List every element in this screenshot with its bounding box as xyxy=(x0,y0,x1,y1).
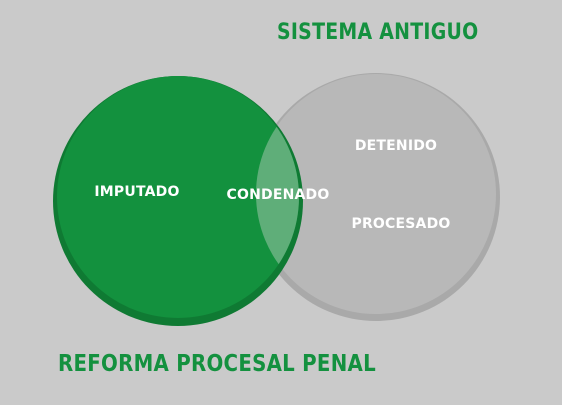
green-circle-reforma-procesal-penal xyxy=(57,76,299,318)
label-imputado: IMPUTADO xyxy=(94,184,179,200)
set-title-reforma-procesal-penal: REFORMA PROCESAL PENAL xyxy=(58,351,376,377)
set-title-sistema-antiguo: SISTEMA ANTIGUO xyxy=(277,20,479,45)
label-procesado: PROCESADO xyxy=(351,216,450,232)
label-detenido: DETENIDO xyxy=(355,138,437,154)
label-condenado: CONDENADO xyxy=(227,187,330,203)
gray-circle-sistema-antiguo xyxy=(256,74,496,314)
